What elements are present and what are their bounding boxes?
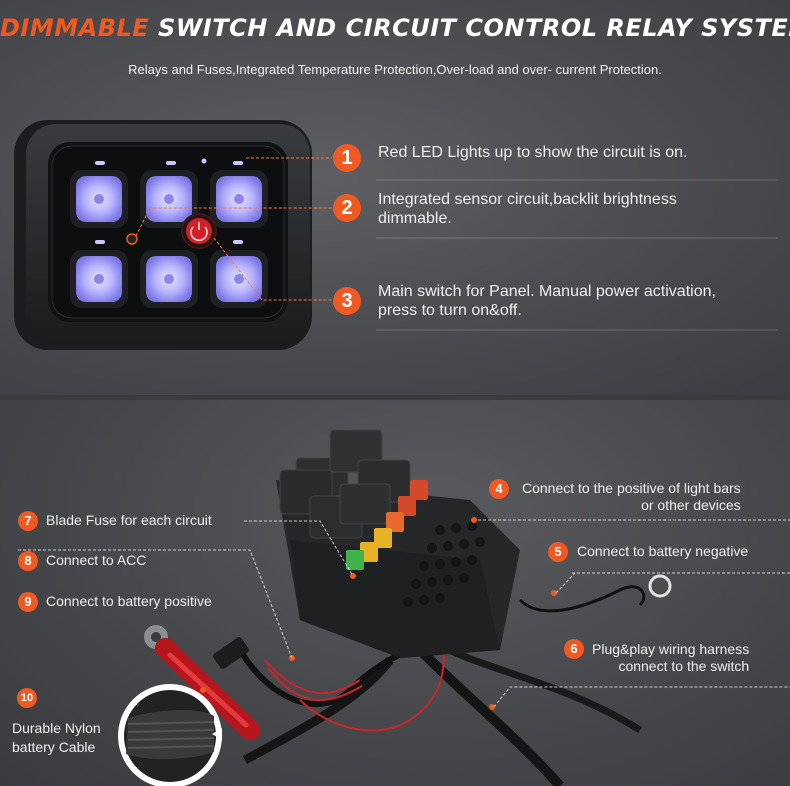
callout-7-number: 7 bbox=[18, 511, 38, 531]
section-divider bbox=[0, 395, 790, 401]
title-accent: DIMMABLE bbox=[0, 14, 150, 42]
blade-fuse bbox=[398, 496, 416, 516]
feature-2-text: Integrated sensor circuit,backlit bright… bbox=[378, 190, 677, 228]
blade-fuse bbox=[374, 528, 392, 548]
blade-fuse bbox=[360, 542, 378, 562]
nylon-sheath-closeup bbox=[118, 684, 222, 786]
callout-9-text: Connect to battery positive bbox=[46, 593, 212, 609]
callout-8-number: 8 bbox=[18, 551, 38, 571]
page-subtitle: Relays and Fuses,Integrated Temperature … bbox=[128, 62, 662, 77]
callout-10-line1: Durable Nylon bbox=[12, 720, 101, 736]
leader-line-2 bbox=[135, 207, 332, 237]
title-rest: SWITCH AND CIRCUIT CONTROL RELAY SYSTEM bbox=[149, 14, 790, 42]
callout-10-line2: battery Cable bbox=[12, 739, 96, 755]
callout-6-number: 6 bbox=[564, 639, 584, 659]
switch-button-4 bbox=[70, 250, 128, 308]
callout-6-text: Plug&play wiring harness connect to the … bbox=[592, 641, 749, 675]
acc-connector bbox=[213, 637, 249, 669]
switch-button-2 bbox=[140, 170, 198, 228]
callout-10-number: 10 bbox=[17, 688, 37, 708]
feature-2-line1: Integrated sensor circuit,backlit bright… bbox=[378, 191, 677, 208]
feature-1-number: 1 bbox=[333, 144, 361, 172]
callout-4-number: 4 bbox=[489, 479, 509, 499]
power-icon bbox=[181, 213, 217, 249]
feature-2-number: 2 bbox=[333, 194, 361, 222]
blade-fuse bbox=[386, 512, 404, 532]
blade-fuse bbox=[346, 550, 364, 570]
indicator-leds bbox=[95, 158, 243, 244]
feature-2-line2: dimmable. bbox=[378, 210, 452, 227]
relay-box-illustration bbox=[18, 429, 790, 786]
feature-3-line1: Main switch for Panel. Manual power acti… bbox=[378, 283, 716, 300]
switch-button-5 bbox=[140, 250, 198, 308]
callout-10-text: Durable Nylon battery Cable bbox=[12, 719, 101, 757]
switch-button-3 bbox=[210, 170, 268, 228]
page-title: DIMMABLE SWITCH AND CIRCUIT CONTROL RELA… bbox=[0, 14, 790, 42]
callout-9-number: 9 bbox=[18, 592, 38, 612]
callout-7-text: Blade Fuse for each circuit bbox=[46, 512, 212, 528]
battery-cable bbox=[144, 625, 260, 740]
switch-button-6 bbox=[210, 250, 268, 308]
callout-4-text: Connect to the positive of light bars or… bbox=[522, 480, 741, 514]
callout-8-text: Connect to ACC bbox=[46, 552, 147, 568]
feature-3-line2: press to turn on&off. bbox=[378, 302, 522, 319]
callout-4-line2: or other devices bbox=[641, 497, 741, 513]
relay-box bbox=[276, 429, 520, 658]
leader-line-3 bbox=[213, 237, 332, 301]
switch-button-1 bbox=[70, 170, 128, 228]
switch-panel-illustration bbox=[14, 120, 778, 350]
callout-6-line1: Plug&play wiring harness bbox=[592, 641, 750, 657]
feature-3-text: Main switch for Panel. Manual power acti… bbox=[378, 282, 716, 320]
light-sensor bbox=[126, 233, 138, 245]
panel-housing bbox=[14, 120, 312, 350]
blade-fuse bbox=[410, 480, 428, 500]
feature-3-number: 3 bbox=[333, 287, 361, 315]
callout-4-line1: Connect to the positive of light bars bbox=[522, 480, 741, 496]
callout-5-text: Connect to battery negative bbox=[577, 543, 749, 559]
callout-6-line2: connect to the switch bbox=[618, 658, 750, 674]
feature-1-text: Red LED Lights up to show the circuit is… bbox=[378, 144, 688, 161]
callout-5-number: 5 bbox=[548, 542, 568, 562]
